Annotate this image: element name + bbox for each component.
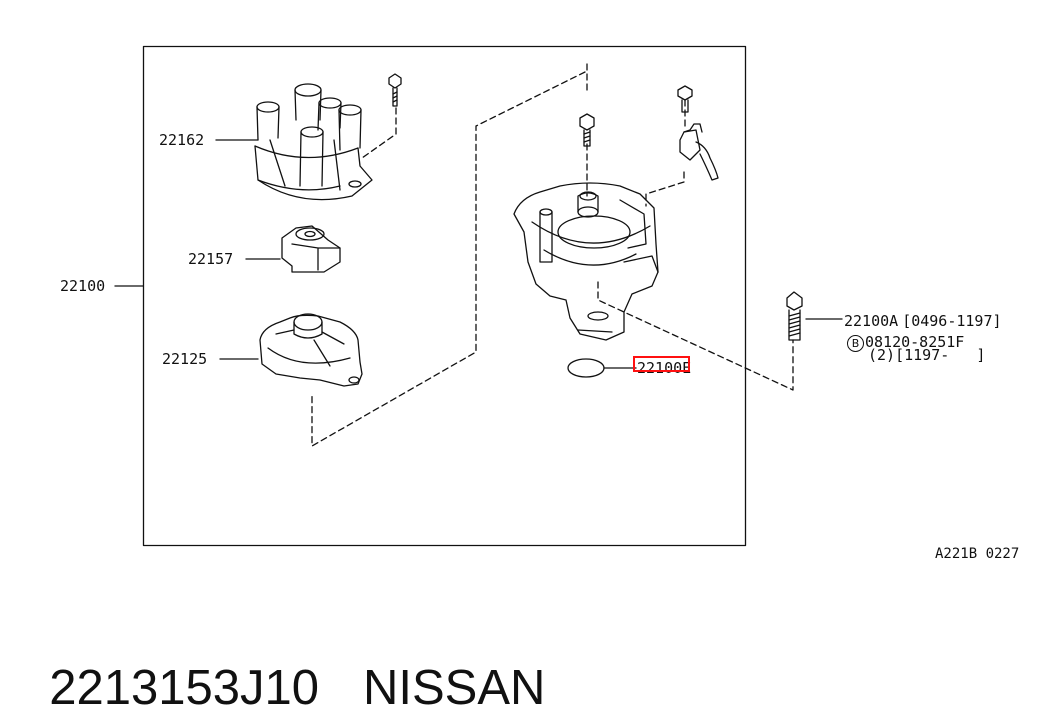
brand-name: NISSAN <box>363 661 546 715</box>
highlight-box <box>633 356 690 372</box>
distributor-cap-drawing <box>254 73 402 201</box>
label-22157[interactable]: 22157 <box>188 250 234 268</box>
part-number: 2213153J10 <box>49 661 319 715</box>
oring-drawing <box>567 358 605 378</box>
label-bolt-alt-part[interactable]: 08120-8251F <box>865 333 965 351</box>
circled-b-marker: B <box>847 335 864 352</box>
label-22100[interactable]: 22100 <box>60 277 106 295</box>
assembly-frame <box>142 45 747 547</box>
label-22100a-group: 22100A[0496-1197] <box>844 311 1002 330</box>
housing-drawing <box>259 313 363 387</box>
rotor-drawing <box>281 225 341 273</box>
caption: 2213153J10 NISSAN <box>22 598 545 718</box>
bolt-22100a-drawing <box>786 291 803 341</box>
diagram-reference-code: A221B 0227 <box>935 546 1020 562</box>
distributor-body-drawing <box>513 85 719 341</box>
label-bolt-alt-note: (2)[1197- ] <box>868 346 986 364</box>
parts-diagram <box>114 45 843 547</box>
label-22100e[interactable]: 22100E <box>637 359 692 377</box>
label-22100a-range: [0496-1197] <box>902 312 1002 330</box>
label-22125[interactable]: 22125 <box>162 350 208 368</box>
label-22100a[interactable]: 22100A <box>844 312 899 330</box>
label-22162[interactable]: 22162 <box>159 131 205 149</box>
